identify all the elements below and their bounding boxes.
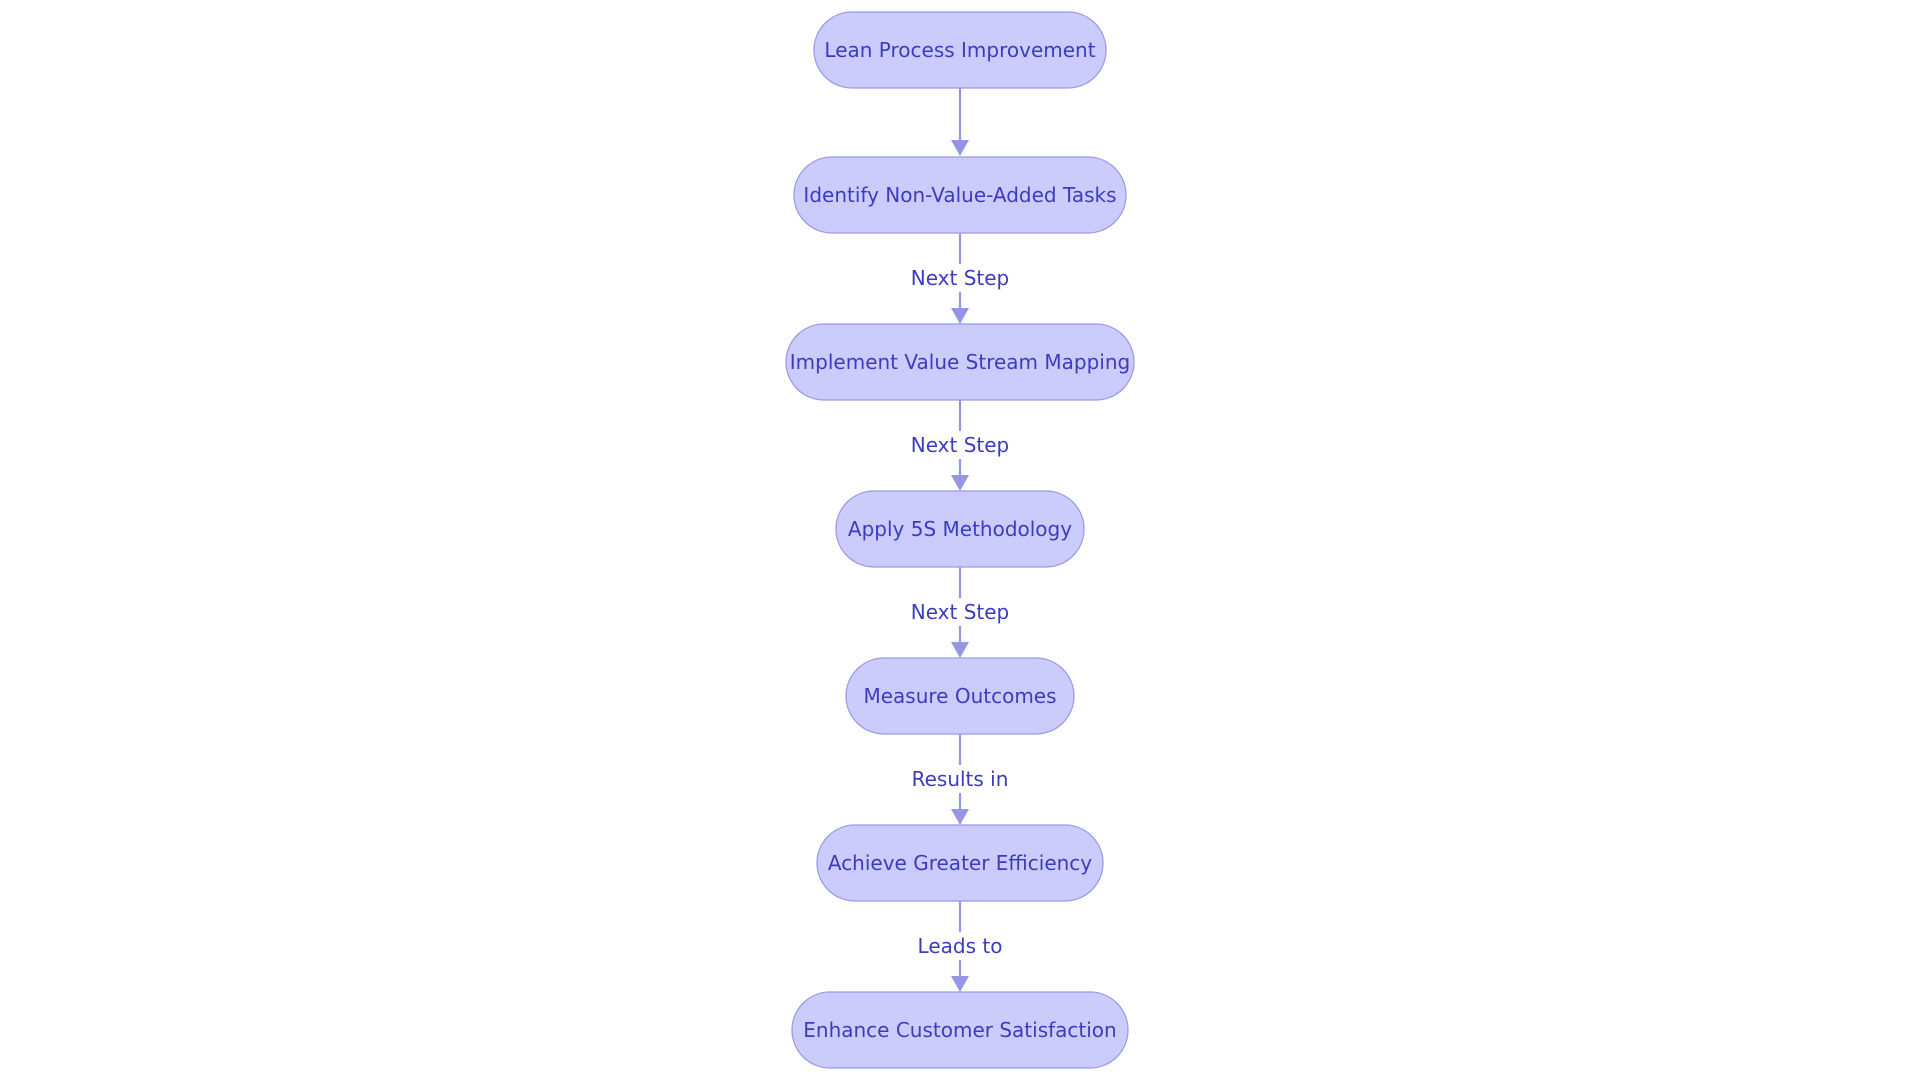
- node-achieve-greater-efficiency[interactable]: Achieve Greater Efficiency: [816, 824, 1104, 902]
- edge-lean-identify: [951, 88, 969, 156]
- edge-label: Next Step: [911, 433, 1010, 457]
- node-apply-5s-methodology[interactable]: Apply 5S Methodology: [835, 490, 1085, 568]
- edge-label: Next Step: [911, 266, 1010, 290]
- arrowhead-icon: [951, 308, 969, 324]
- nodes-layer: Lean Process Improvement Identify Non-Va…: [785, 11, 1135, 1069]
- node-label: Enhance Customer Satisfaction: [803, 1018, 1116, 1042]
- edge-5s-measure: Next Step: [910, 567, 1010, 658]
- node-identify-non-value-added-tasks[interactable]: Identify Non-Value-Added Tasks: [793, 156, 1127, 234]
- edge-label: Leads to: [918, 934, 1003, 958]
- arrowhead-icon: [951, 140, 969, 156]
- node-label: Measure Outcomes: [863, 684, 1056, 708]
- edge-efficiency-satisfaction: Leads to: [915, 901, 1005, 992]
- node-label: Lean Process Improvement: [824, 38, 1095, 62]
- edge-identify-vsm: Next Step: [910, 233, 1010, 324]
- node-label: Implement Value Stream Mapping: [790, 350, 1130, 374]
- node-measure-outcomes[interactable]: Measure Outcomes: [845, 657, 1075, 735]
- node-lean-process-improvement[interactable]: Lean Process Improvement: [813, 11, 1107, 89]
- arrowhead-icon: [951, 976, 969, 992]
- edges-layer: Next Step Next Step Next Step Results in…: [910, 88, 1010, 992]
- node-label: Achieve Greater Efficiency: [828, 851, 1092, 875]
- arrowhead-icon: [951, 642, 969, 658]
- node-label: Apply 5S Methodology: [848, 517, 1072, 541]
- node-label: Identify Non-Value-Added Tasks: [803, 183, 1116, 207]
- arrowhead-icon: [951, 809, 969, 825]
- edge-label: Next Step: [911, 600, 1010, 624]
- edge-vsm-5s: Next Step: [910, 400, 1010, 491]
- arrowhead-icon: [951, 475, 969, 491]
- edge-label: Results in: [912, 767, 1009, 791]
- node-enhance-customer-satisfaction[interactable]: Enhance Customer Satisfaction: [791, 991, 1129, 1069]
- edge-measure-efficiency: Results in: [910, 734, 1010, 825]
- node-implement-value-stream-mapping[interactable]: Implement Value Stream Mapping: [785, 323, 1135, 401]
